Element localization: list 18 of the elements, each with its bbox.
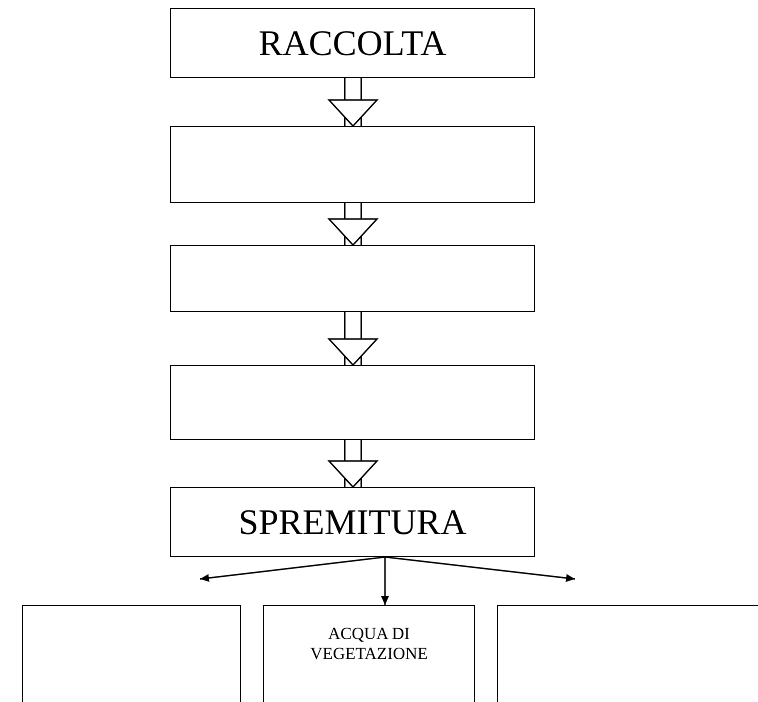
step-label: RACCOLTA xyxy=(258,22,446,64)
empty-process-box xyxy=(497,605,758,702)
arrow xyxy=(384,556,576,582)
step-label: SPREMITURA xyxy=(238,501,467,543)
arrow xyxy=(200,556,386,582)
process-box xyxy=(263,605,475,702)
process-box xyxy=(170,8,535,78)
hollow-arrow xyxy=(328,203,378,246)
hollow-arrow xyxy=(328,440,378,488)
arrow xyxy=(381,557,389,605)
step-label: ACQUA DI VEGETAZIONE xyxy=(309,624,429,664)
empty-process-box xyxy=(170,365,535,440)
empty-process-box xyxy=(22,605,241,702)
empty-process-box xyxy=(170,245,535,312)
hollow-arrow xyxy=(328,312,378,366)
empty-process-box xyxy=(170,126,535,203)
process-box xyxy=(170,487,535,557)
hollow-arrow xyxy=(328,78,378,127)
